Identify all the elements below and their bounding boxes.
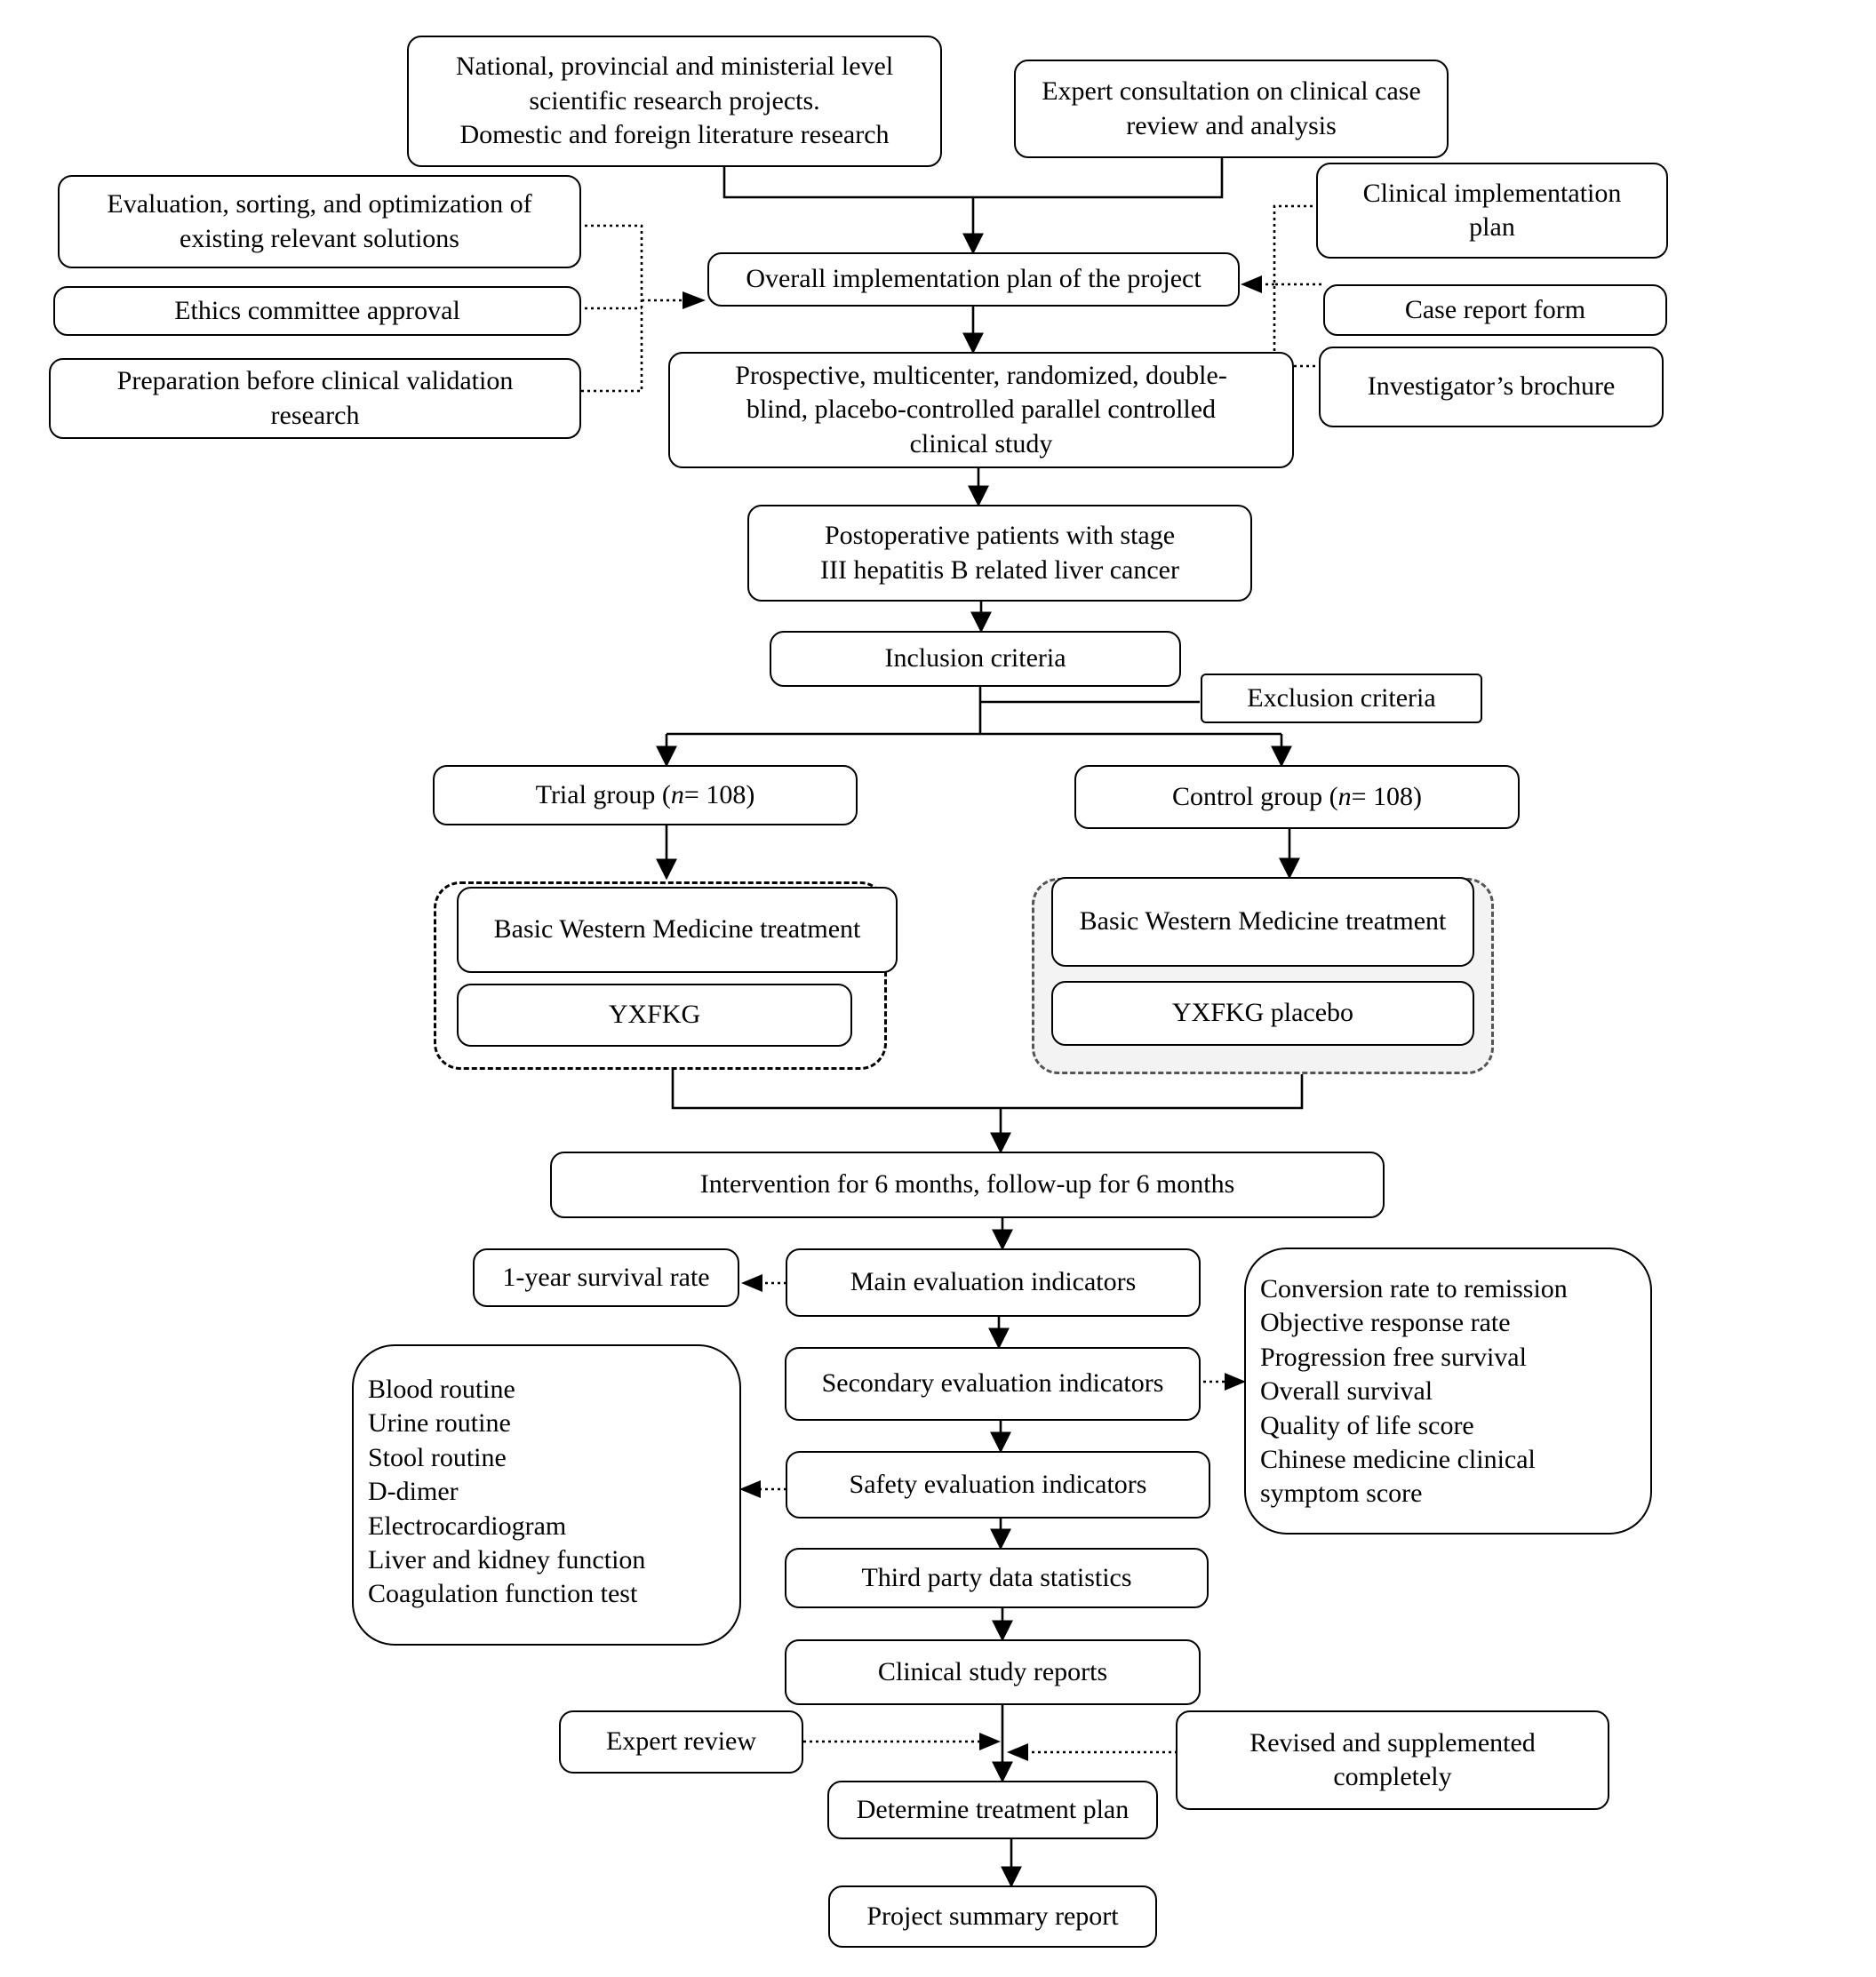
determine-treatment-plan-box: Determine treatment plan xyxy=(827,1781,1158,1839)
research-projects-box: National, provincial and ministerial lev… xyxy=(407,36,942,167)
exclusion-criteria-box: Exclusion criteria xyxy=(1201,674,1482,723)
overall-plan-box: Overall implementation plan of the proje… xyxy=(707,252,1240,307)
preparation-box: Preparation before clinical validation r… xyxy=(49,358,581,439)
revised-supplemented-box: Revised and supplemented completely xyxy=(1176,1710,1609,1810)
control-placebo-box: YXFKG placebo xyxy=(1051,981,1474,1046)
third-party-statistics-box: Third party data statistics xyxy=(785,1548,1209,1608)
patient-population-box: Postoperative patients with stage III he… xyxy=(747,505,1252,602)
arrowhead-secondary-list xyxy=(1225,1373,1246,1391)
arrowhead-expert-review xyxy=(979,1733,1001,1750)
secondary-evaluation-box: Secondary evaluation indicators xyxy=(785,1347,1201,1421)
trial-group-count: = 108) xyxy=(683,779,755,809)
investigator-brochure-box: Investigator’s brochure xyxy=(1319,347,1664,427)
arrowhead-survival xyxy=(741,1274,762,1292)
study-design-box: Prospective, multicenter, randomized, do… xyxy=(668,352,1294,468)
arrowhead-revised xyxy=(1007,1743,1028,1761)
control-basic-treatment-box: Basic Western Medicine treatment xyxy=(1051,877,1474,967)
trial-group-box: Trial group (n = 108) xyxy=(433,765,858,825)
inclusion-criteria-box: Inclusion criteria xyxy=(770,631,1181,687)
main-evaluation-box: Main evaluation indicators xyxy=(786,1248,1201,1317)
arrowhead-left-into-overall xyxy=(683,291,706,309)
case-report-form-box: Case report form xyxy=(1323,284,1667,336)
expert-review-box: Expert review xyxy=(559,1710,803,1774)
trial-group-label: Trial group ( xyxy=(535,779,671,809)
control-group-n: n xyxy=(1337,781,1352,811)
clinical-study-reports-box: Clinical study reports xyxy=(785,1639,1201,1705)
clinical-implementation-plan-box: Clinical implementation plan xyxy=(1316,163,1668,259)
intervention-box: Intervention for 6 months, follow-up for… xyxy=(550,1152,1385,1218)
expert-consultation-box: Expert consultation on clinical case rev… xyxy=(1014,60,1449,158)
trial-group-n: n xyxy=(670,779,684,809)
control-group-label: Control group ( xyxy=(1171,781,1338,811)
trial-drug-box: YXFKG xyxy=(457,984,852,1047)
survival-rate-box: 1-year survival rate xyxy=(473,1248,739,1307)
control-group-count: = 108) xyxy=(1351,781,1423,811)
ethics-approval-box: Ethics committee approval xyxy=(53,286,581,336)
dotted-right-bus xyxy=(1273,204,1319,368)
project-summary-report-box: Project summary report xyxy=(828,1885,1157,1948)
trial-basic-treatment-box: Basic Western Medicine treatment xyxy=(457,887,898,973)
evaluation-sorting-box: Evaluation, sorting, and optimization of… xyxy=(58,175,581,268)
safety-indicators-list: Blood routine Urine routine Stool routin… xyxy=(352,1344,741,1646)
control-group-box: Control group (n = 108) xyxy=(1074,765,1520,829)
connector-groups-merge xyxy=(671,1064,1304,1110)
secondary-indicators-list: Conversion rate to remission Objective r… xyxy=(1244,1248,1652,1535)
arrowhead-right-into-overall xyxy=(1241,275,1262,293)
safety-evaluation-box: Safety evaluation indicators xyxy=(786,1451,1210,1519)
arrowhead-safety-list xyxy=(739,1480,761,1498)
